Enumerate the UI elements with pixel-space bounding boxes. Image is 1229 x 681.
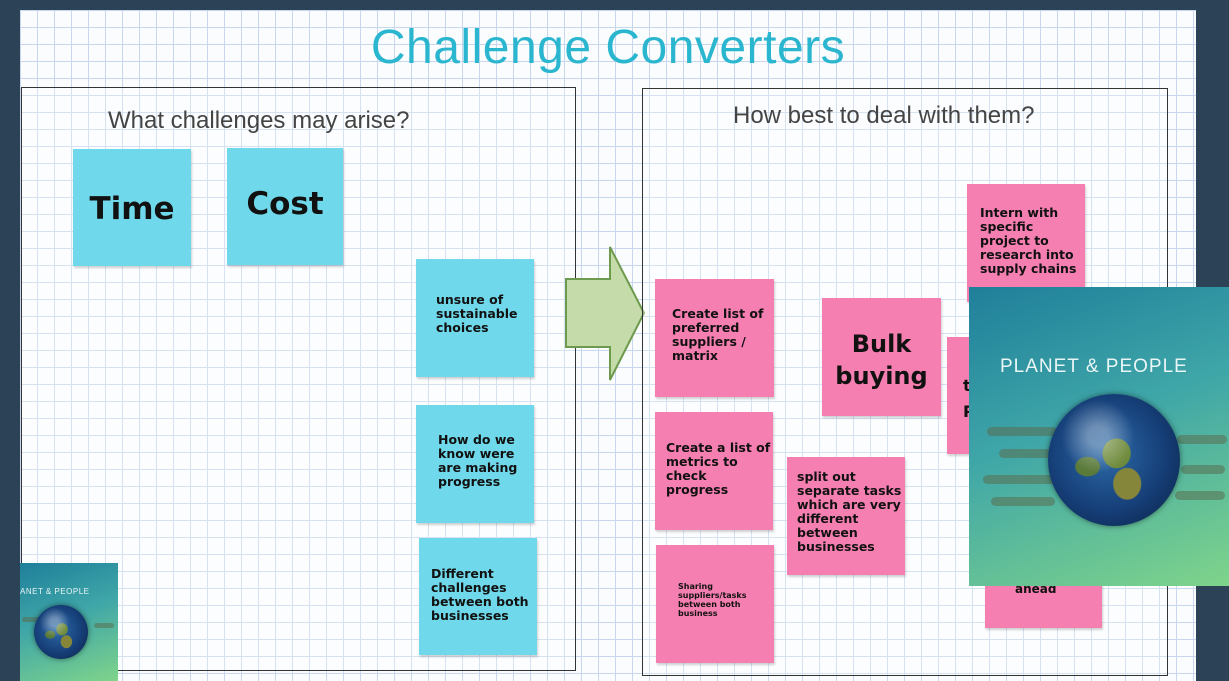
sticky-note-making-progress[interactable]: How do we know were are making progress: [416, 405, 534, 523]
brush-streak: [22, 617, 42, 622]
sticky-note-time[interactable]: Time: [73, 149, 191, 266]
brush-streak: [999, 449, 1057, 458]
arrow-polygon: [565, 246, 646, 381]
earth-globe-icon: [34, 605, 88, 659]
board-title: Challenge Converters: [370, 21, 846, 74]
planet-people-thumbnail[interactable]: ANET & PEOPLE: [20, 563, 118, 681]
brush-streak: [1177, 435, 1227, 444]
sticky-note-split-tasks[interactable]: split out separate tasks which are very …: [787, 457, 905, 575]
planet-people-thumbnail-title: ANET & PEOPLE: [20, 587, 90, 596]
sticky-note-preferred-suppliers[interactable]: Create list of preferred suppliers / mat…: [655, 279, 774, 397]
sticky-note-unsure-sustainable[interactable]: unsure of sustainable choices: [416, 259, 534, 377]
challenges-heading: What challenges may arise?: [108, 107, 410, 134]
sticky-note-bulk-buying[interactable]: Bulk buying: [822, 298, 941, 416]
sticky-note-metrics[interactable]: Create a list of metrics to check progre…: [655, 412, 773, 530]
planet-people-video-overlay[interactable]: PLANET & PEOPLE: [969, 287, 1229, 586]
brush-streak: [1175, 491, 1225, 500]
brush-streak: [987, 427, 1057, 436]
solutions-heading: How best to deal with them?: [733, 102, 1035, 129]
planet-people-title: PLANET & PEOPLE: [1000, 356, 1188, 377]
brush-streak: [991, 497, 1055, 506]
right-arrow-shape[interactable]: [564, 246, 646, 382]
sticky-note-different-challenges[interactable]: Different challenges between both busine…: [419, 538, 537, 655]
sticky-note-cost[interactable]: Cost: [227, 148, 343, 265]
brush-streak: [983, 475, 1057, 484]
brush-streak: [94, 623, 114, 628]
sticky-note-sharing-suppliers[interactable]: Sharing suppliers/tasks between both bus…: [656, 545, 774, 663]
earth-globe-icon: [1048, 394, 1180, 526]
brush-streak: [1181, 465, 1225, 474]
sticky-note-intern[interactable]: Intern with specific project to research…: [967, 184, 1085, 302]
